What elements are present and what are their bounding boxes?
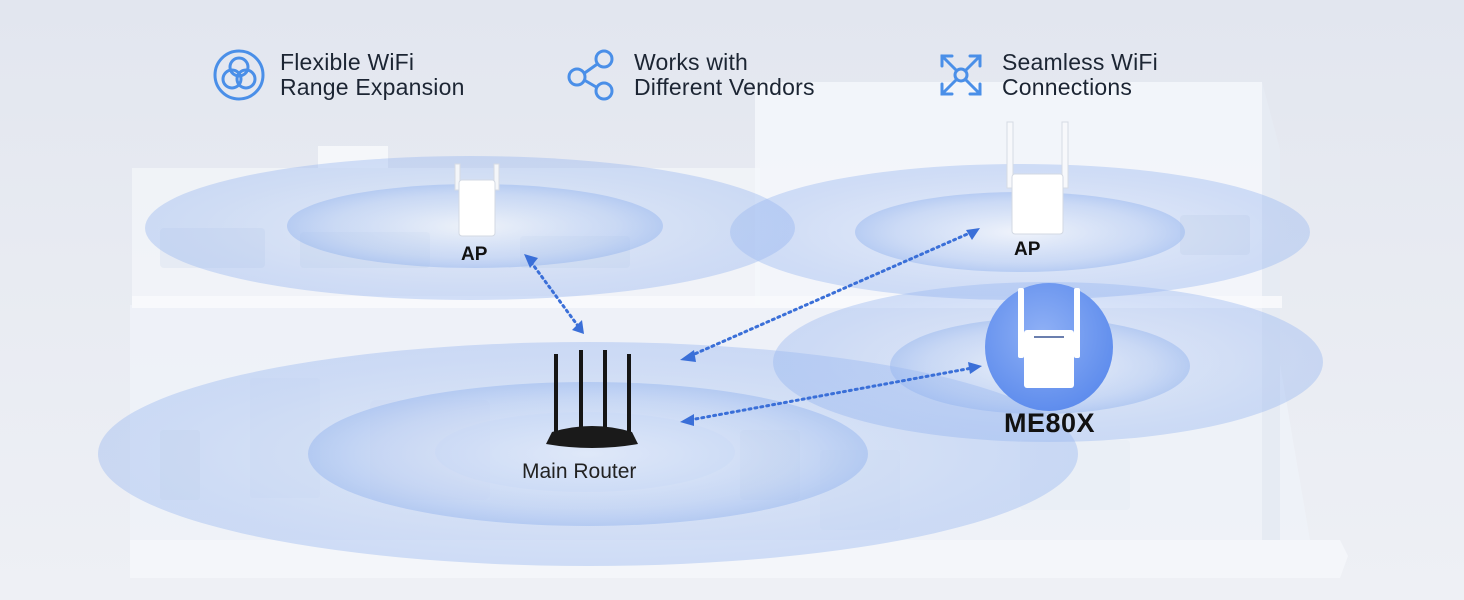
feature-title-line2: Connections: [1002, 74, 1133, 100]
feature-seamless-connections: Seamless WiFi Connections: [934, 48, 1158, 102]
share-network-icon: [567, 49, 614, 101]
me80x-device: [985, 283, 1113, 411]
expand-arrows-icon: [940, 54, 982, 96]
link-router-me80x: [688, 366, 974, 422]
ap-right-label: AP: [1014, 239, 1041, 260]
main-router-label: Main Router: [522, 460, 637, 483]
ap-device-right: [1006, 121, 1069, 235]
flexible-range-icon: [213, 49, 265, 101]
arrow-heads: [524, 228, 982, 426]
feature-title-line2: Different Vendors: [634, 74, 815, 100]
ap-left-label: AP: [461, 244, 488, 265]
feature-title-line2: Range Expansion: [280, 74, 465, 100]
me80x-label: ME80X: [1004, 408, 1096, 438]
feature-works-with-vendors: Works with Different Vendors: [566, 48, 815, 102]
feature-title-line1: Seamless WiFi: [1002, 49, 1158, 75]
link-router-ap-right: [688, 230, 974, 358]
connection-links: [529, 230, 974, 422]
ap-device-left: [454, 163, 500, 237]
link-router-ap-left: [529, 260, 580, 328]
main-router-device: [546, 350, 638, 448]
feature-flexible-range: Flexible WiFi Range Expansion: [212, 48, 465, 102]
signal-coverage: [98, 156, 1323, 566]
feature-title-line1: Works with: [634, 49, 749, 75]
feature-title-line1: Flexible WiFi: [280, 49, 415, 75]
